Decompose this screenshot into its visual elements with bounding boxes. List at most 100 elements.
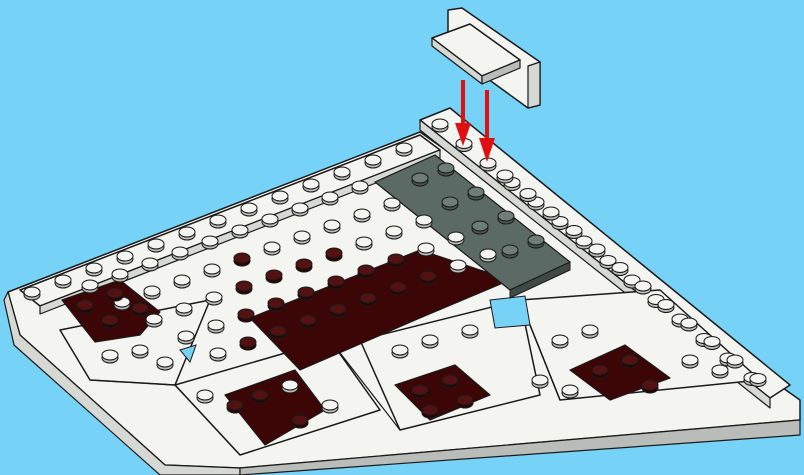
white-stud (144, 286, 160, 299)
white-stud (416, 215, 432, 228)
dark-red-stud (420, 271, 436, 284)
white-stud (324, 220, 340, 233)
white-stud (543, 207, 559, 220)
white-stud (750, 374, 766, 387)
white-stud (681, 318, 697, 331)
dark-red-stud (227, 400, 243, 413)
white-stud (148, 239, 164, 252)
white-stud (480, 249, 496, 262)
white-stud (396, 143, 412, 156)
dark-red-stud (358, 265, 374, 278)
white-stud (142, 258, 158, 271)
white-stud (282, 380, 298, 393)
dark-gray-stud (412, 173, 428, 186)
white-stud (532, 375, 548, 388)
white-stud (450, 260, 466, 273)
dark-red-stud (412, 385, 428, 398)
dark-gray-stud (528, 235, 544, 248)
white-stud (727, 355, 743, 368)
white-stud (612, 263, 628, 276)
dark-red-stud (298, 287, 314, 300)
white-stud (178, 331, 194, 344)
white-stud (241, 203, 257, 216)
white-stud (365, 155, 381, 168)
dark-red-stud (642, 380, 658, 393)
clip-vertical-panel-edge (528, 62, 540, 108)
white-stud (352, 181, 368, 194)
white-stud (418, 243, 434, 256)
white-stud (562, 385, 578, 398)
dark-gray-stud (442, 197, 458, 210)
dark-red-stud (132, 303, 148, 316)
dark-red-stud (270, 326, 286, 339)
white-stud (208, 320, 224, 333)
white-stud (176, 303, 192, 316)
dark-gray-stud (438, 163, 454, 176)
white-stud (232, 225, 248, 238)
white-stud (262, 214, 278, 227)
white-stud (303, 179, 319, 192)
dark-red-stud (622, 355, 638, 368)
white-stud (422, 335, 438, 348)
dark-red-stud (102, 315, 118, 328)
white-stud (704, 337, 720, 350)
white-stud (204, 264, 220, 277)
dark-red-stud (390, 282, 406, 295)
dark-red-stud (236, 281, 252, 294)
dark-gray-stud (472, 221, 488, 234)
dark-red-stud (77, 300, 93, 313)
dark-red-stud (238, 309, 254, 322)
white-stud (197, 390, 213, 403)
dark-red-stud (422, 405, 438, 418)
white-stud (566, 226, 582, 239)
white-stud (322, 400, 338, 413)
dark-gray-stud (468, 187, 484, 200)
white-stud (82, 280, 98, 293)
white-stud (334, 167, 350, 180)
white-stud (432, 119, 448, 132)
white-stud (386, 226, 402, 239)
white-stud (354, 209, 370, 222)
white-stud (462, 325, 478, 338)
white-stud (448, 232, 464, 245)
white-stud (552, 335, 568, 348)
white-stud (210, 215, 226, 228)
white-stud (582, 325, 598, 338)
dark-red-stud (268, 298, 284, 311)
white-stud (292, 203, 308, 216)
white-stud (102, 350, 118, 363)
white-stud (157, 357, 173, 370)
white-stud (712, 365, 728, 378)
white-stud (202, 236, 218, 249)
white-stud (210, 348, 226, 361)
white-stud (172, 247, 188, 260)
dark-red-stud (330, 304, 346, 317)
white-stud (658, 300, 674, 313)
white-stud (356, 237, 372, 250)
dark-red-stud (360, 293, 376, 306)
white-stud (146, 314, 162, 327)
dark-red-stud (266, 270, 282, 283)
dark-red-stud (300, 315, 316, 328)
white-stud (392, 345, 408, 358)
dark-red-stud (296, 259, 312, 272)
white-stud (24, 287, 40, 300)
white-stud (589, 244, 605, 257)
white-stud (117, 251, 133, 264)
dark-red-stud (328, 276, 344, 289)
white-stud (179, 227, 195, 240)
white-stud (112, 269, 128, 282)
dark-red-stud (388, 254, 404, 267)
white-stud (86, 263, 102, 276)
dark-red-stud (252, 390, 268, 403)
white-stud (264, 242, 280, 255)
dark-gray-stud (502, 245, 518, 258)
dark-red-stud (592, 365, 608, 378)
dark-red-stud (240, 337, 256, 350)
white-stud (294, 231, 310, 244)
gap-hole-2 (490, 296, 530, 328)
white-stud (132, 345, 148, 358)
white-stud (55, 275, 71, 288)
white-stud (206, 292, 222, 305)
